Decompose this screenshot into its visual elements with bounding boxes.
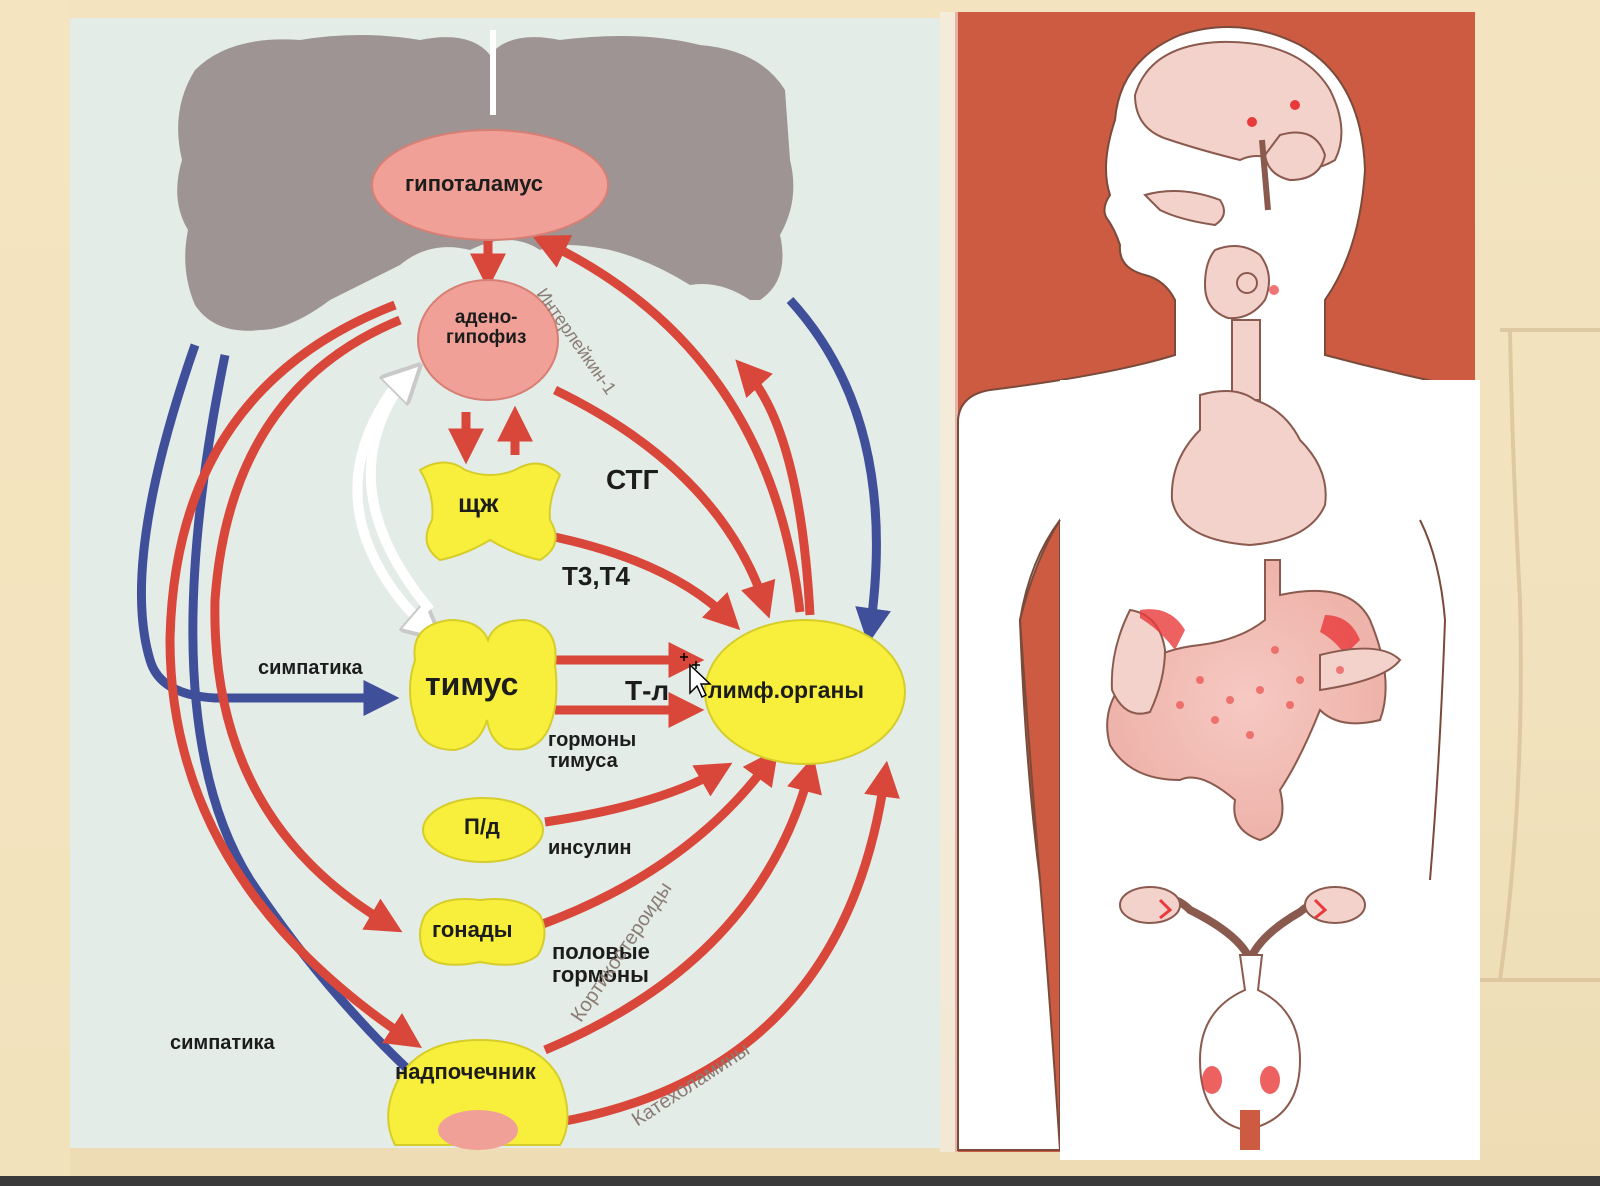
label-sex-hormones: половые гормоны — [552, 939, 650, 988]
label-hypothalamus: гипоталамус — [405, 171, 543, 196]
sympathetic-arrow-to-adrenal — [188, 354, 441, 1100]
mouse-cursor-icon — [680, 653, 712, 699]
scales-decoration — [1480, 328, 1600, 982]
adenohypophysis-ellipse — [417, 279, 559, 401]
sympathetic-nerve-arrows — [136, 296, 891, 1100]
adrenal-shape — [387, 1038, 569, 1150]
anatomy-trachea — [1231, 319, 1261, 401]
label-thyroid: щж — [458, 488, 499, 518]
label-adrenal: надпочечник — [395, 1059, 536, 1084]
anatomy-brain — [1133, 40, 1343, 211]
label-insulin: инсулин — [548, 837, 632, 859]
label-t-lymph: Т-л — [625, 675, 670, 706]
label-t3t4: Т3,Т4 — [562, 561, 630, 591]
hormone-arrows — [165, 235, 900, 1135]
gonads-shape — [419, 898, 546, 966]
label-adenohypophysis: адено- гипофиз — [446, 307, 527, 348]
label-lymph-organs: лимф.органы — [708, 677, 864, 703]
label-thymus: тимус — [425, 666, 519, 702]
white-feedback-arrows — [352, 375, 430, 630]
anatomy-abdomen — [1106, 559, 1402, 842]
thyroid-shape — [418, 461, 562, 562]
anatomy-reproductive — [1119, 886, 1366, 1150]
label-sympathetic-adrenal: симпатика — [170, 1032, 275, 1054]
label-pancreas: П/д — [464, 814, 500, 839]
anatomy-heart — [1170, 390, 1327, 547]
label-sympathetic-thymus: симпатика — [258, 657, 363, 679]
label-gonads: гонады — [432, 917, 513, 942]
pancreas-ellipse — [422, 797, 544, 863]
anatomy-thyroid — [1203, 245, 1279, 320]
blue-arrow-brain-to-lymph — [786, 296, 891, 645]
thymus-shape — [409, 618, 558, 752]
sympathetic-arrow-to-thymus — [136, 343, 400, 716]
label-stg: СТГ — [606, 464, 659, 495]
slide-bottom-edge — [0, 1176, 1600, 1186]
hypothalamus-ellipse — [371, 129, 609, 241]
label-thymus-hormones: гормоны тимуса — [548, 729, 637, 772]
